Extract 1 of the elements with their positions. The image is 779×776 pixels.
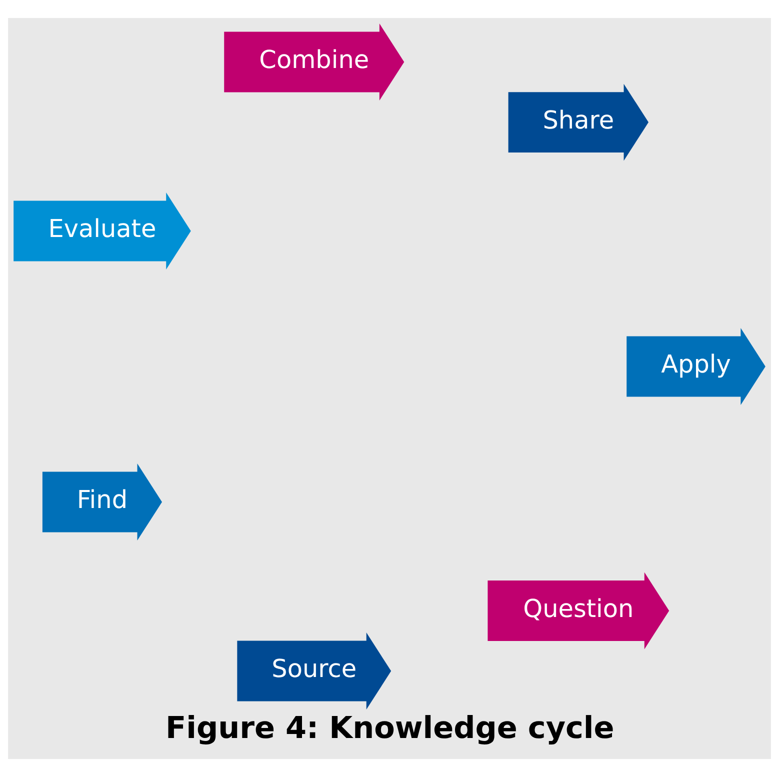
caption: Figure 4: Knowledge cycle — [165, 710, 614, 746]
